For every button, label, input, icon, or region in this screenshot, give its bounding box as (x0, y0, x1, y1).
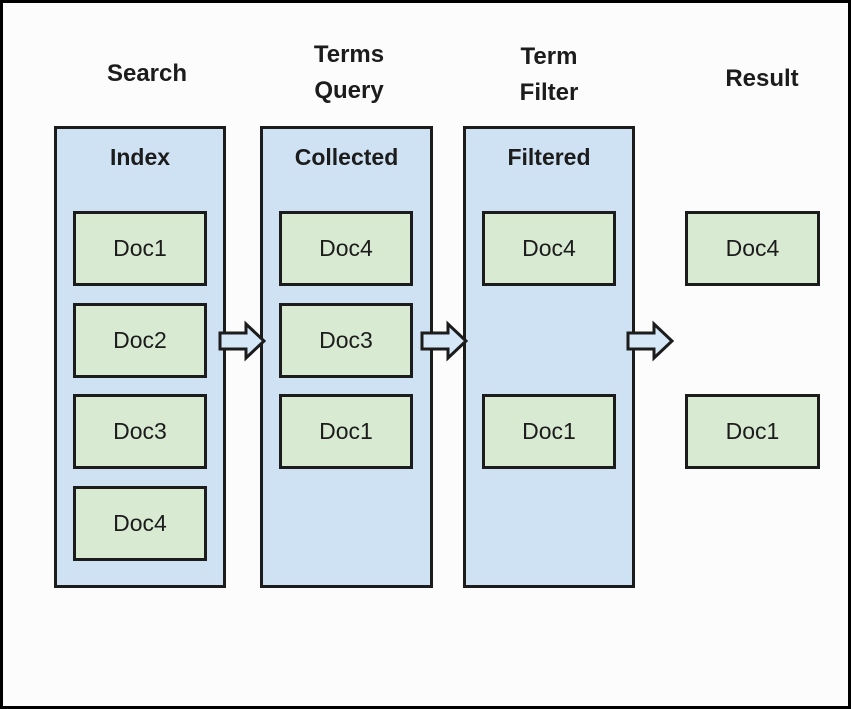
doc-box: Doc1 (73, 211, 207, 286)
arrow-right-icon (218, 320, 267, 362)
doc-box: Doc1 (685, 394, 820, 469)
doc-box: Doc1 (279, 394, 413, 469)
doc-label: Doc1 (113, 235, 167, 261)
index-container-label: Index (109, 144, 171, 170)
column-header-term-filter: Term Filter (519, 43, 579, 106)
doc-label: Doc4 (725, 235, 780, 261)
column-header-result: Result (725, 65, 799, 92)
doc-label: Doc3 (319, 327, 373, 353)
doc-box: Doc3 (279, 303, 413, 378)
arrow-right-icon (420, 320, 469, 362)
doc-label: Doc1 (725, 418, 780, 444)
doc-box: Doc4 (73, 486, 207, 561)
doc-box: Doc4 (685, 211, 820, 286)
doc-box: Doc4 (482, 211, 616, 286)
doc-box: Doc1 (482, 394, 616, 469)
column-header-terms-query: Terms Query (313, 41, 385, 104)
doc-label: Doc4 (319, 235, 373, 261)
doc-label: Doc1 (319, 418, 373, 444)
doc-label: Doc3 (113, 418, 167, 444)
doc-box: Doc3 (73, 394, 207, 469)
doc-box: Doc4 (279, 211, 413, 286)
doc-label: Doc4 (522, 235, 576, 261)
doc-box: Doc2 (73, 303, 207, 378)
doc-label: Doc1 (522, 418, 576, 444)
filtered-container: Filtered Doc4 Doc1 (463, 126, 635, 588)
doc-label: Doc4 (113, 510, 167, 536)
collected-container: Collected Doc4 Doc3 Doc1 (260, 126, 433, 588)
doc-label: Doc2 (113, 327, 167, 353)
index-container: Index Doc1 Doc2 Doc3 Doc4 (54, 126, 226, 588)
arrow-right-icon (626, 320, 675, 362)
filtered-container-label: Filtered (507, 144, 591, 170)
column-header-search: Search (106, 60, 188, 87)
collected-container-label: Collected (294, 144, 399, 170)
